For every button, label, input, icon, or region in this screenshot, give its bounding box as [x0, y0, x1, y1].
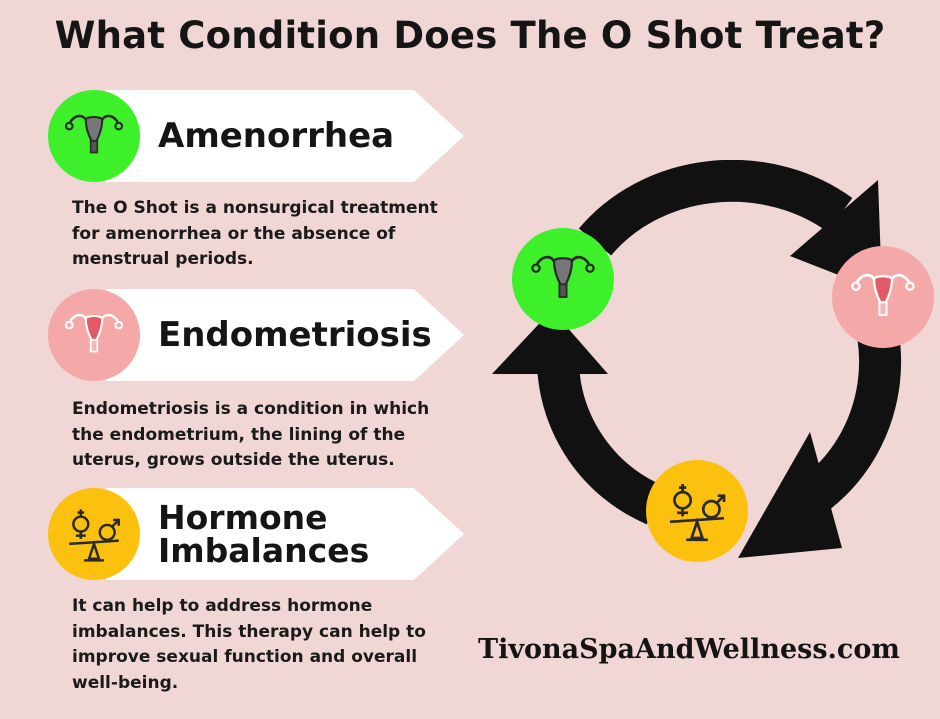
gender-balance-scale-icon [668, 482, 726, 542]
gender-balance-scale-icon [68, 508, 120, 562]
banner-background [106, 90, 464, 182]
page-title: What Condition Does The O Shot Treat? [54, 14, 886, 57]
condition-title: Endometriosis [158, 315, 432, 355]
banner-background [106, 488, 464, 580]
cycle-arrowhead-right [738, 432, 842, 558]
uterus-icon [64, 114, 124, 154]
cycle-arrowhead-left [492, 310, 608, 374]
condition-banner-hormone-imbalances: Hormone Imbalances [48, 488, 464, 580]
uterus-icon [531, 255, 595, 299]
website-url: TivonaSpaAndWellness.com [478, 634, 900, 665]
condition-icon-circle [48, 289, 140, 381]
cycle-arrow-left [537, 363, 664, 525]
condition-banner-amenorrhea: Amenorrhea [48, 90, 464, 182]
banner-background [106, 289, 464, 381]
condition-icon-circle [48, 488, 140, 580]
cycle-diagram [490, 160, 940, 580]
condition-description: Endometriosis is a condition in which th… [72, 399, 430, 470]
uterus-icon [851, 273, 915, 317]
cycle-node-amenorrhea [512, 228, 614, 330]
condition-title: Hormone Imbalances [158, 498, 370, 570]
condition-description: It can help to address hormone imbalance… [72, 596, 426, 693]
condition-title: Amenorrhea [158, 116, 395, 156]
cycle-arrow-top [578, 160, 853, 256]
cycle-node-endometriosis [832, 246, 934, 348]
cycle-node-hormone-imbalances [646, 460, 748, 562]
condition-banner-endometriosis: Endometriosis [48, 289, 464, 381]
condition-icon-circle [48, 90, 140, 182]
uterus-icon [64, 313, 124, 353]
condition-description: The O Shot is a nonsurgical treatment fo… [72, 198, 438, 269]
